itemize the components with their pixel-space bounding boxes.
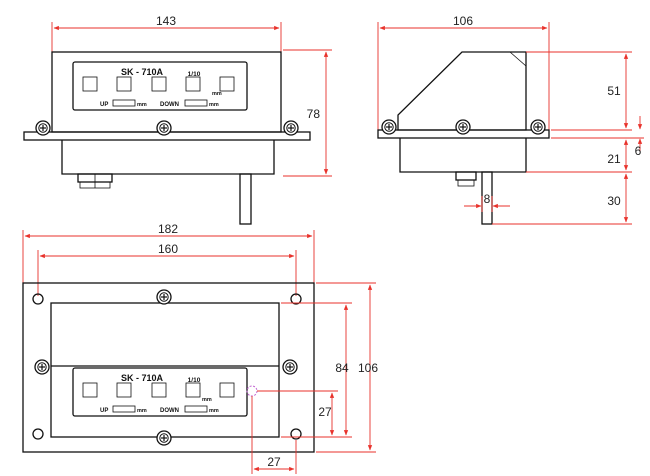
front-digit-box [151,76,167,92]
front-shaft [239,173,252,225]
front-down-unit: mm [209,102,219,108]
side-view: 106 51 6 [377,14,644,225]
mount-hole [290,428,302,440]
dim-side-lower: 21 [526,139,632,173]
front-model-label: SK - 710A [121,67,164,77]
mount-hole [32,428,44,440]
dim-shaft-diameter: 8 [464,192,510,212]
front-display-panel [72,61,248,111]
front-up-window [112,99,136,107]
dim-side-flange-label: 6 [635,144,642,158]
dim-offset-horizontal-label: 27 [267,455,281,469]
front-resolution-label: 1/10 [188,71,201,78]
mount-digit-box [219,382,235,398]
front-digit-box [82,76,98,92]
mount-hole [32,293,44,305]
screw-icon [34,359,50,375]
screw-icon [156,289,172,305]
dim-front-height: 78 [283,49,332,177]
side-nut [455,171,477,181]
front-view: 143 78 SK - 710A 1/10 mm UP mm DOWN mm [23,14,332,225]
screw-icon [156,430,172,446]
screw-icon [455,119,471,135]
mount-digit-box [185,382,201,398]
dim-front-height-label: 78 [307,107,321,121]
shaft-center-marker [246,385,258,397]
dim-shaft-diameter-label: 8 [484,192,491,206]
screw-icon [283,120,299,136]
front-up-label: UP [100,102,108,108]
dim-hole-spacing-width-label: 160 [158,242,178,256]
screw-icon [282,359,298,375]
dim-front-width-label: 143 [156,14,176,28]
side-nut-lower [457,179,475,187]
mount-digit-box [151,382,167,398]
mount-plate [22,282,315,453]
dim-offset-vertical: 27 [257,390,338,436]
front-digit-box [185,76,201,92]
dim-side-depth: 106 [377,14,550,130]
dim-side-shaft-label: 30 [607,194,621,208]
side-lower-body [399,138,527,173]
front-lower-body [61,140,275,175]
dim-side-shaft: 30 [492,173,632,225]
mount-view: 182 160 SK - 710A 1/10 mm [22,222,378,474]
screw-icon [35,120,51,136]
front-down-label: DOWN [160,102,179,108]
dim-mount-height-label: 106 [358,361,378,375]
mount-bezel [50,302,280,438]
mount-down-unit: mm [209,408,219,414]
dim-side-depth-label: 106 [453,14,473,28]
side-upper-body [397,51,527,131]
front-unit-top: mm [212,91,222,97]
dim-hole-spacing-height: 84 [281,302,352,438]
mount-down-window [184,405,208,413]
dim-side-upper: 51 [526,51,632,131]
dim-offset-horizontal: 27 [251,396,297,474]
dim-hole-spacing-width: 160 [37,242,297,296]
mount-model-label: SK - 710A [121,373,164,383]
mount-unit-top: mm [202,397,212,403]
screw-icon [156,120,172,136]
mount-digit-box [116,382,132,398]
dim-mount-height: 106 [316,282,378,453]
mount-hole [290,293,302,305]
screw-icon [530,119,546,135]
dim-side-upper-label: 51 [607,84,621,98]
dim-side-flange: 6 [551,116,644,158]
front-up-unit: mm [137,102,147,108]
mount-resolution-label: 1/10 [188,377,201,384]
mount-up-unit: mm [137,408,147,414]
dim-offset-vertical-label: 27 [318,405,332,419]
dim-hole-spacing-height-label: 84 [335,361,349,375]
dim-mount-width-label: 182 [158,222,178,236]
mount-down-label: DOWN [160,408,179,414]
front-digit-box [219,76,235,92]
dim-front-width: 143 [51,14,282,52]
dim-side-lower-label: 21 [607,152,621,166]
front-digit-box [116,76,132,92]
front-down-window [184,99,208,107]
mount-up-window [112,405,136,413]
mount-up-label: UP [100,408,108,414]
screw-icon [381,119,397,135]
mount-digit-box [82,382,98,398]
dim-mount-width: 182 [22,222,315,283]
